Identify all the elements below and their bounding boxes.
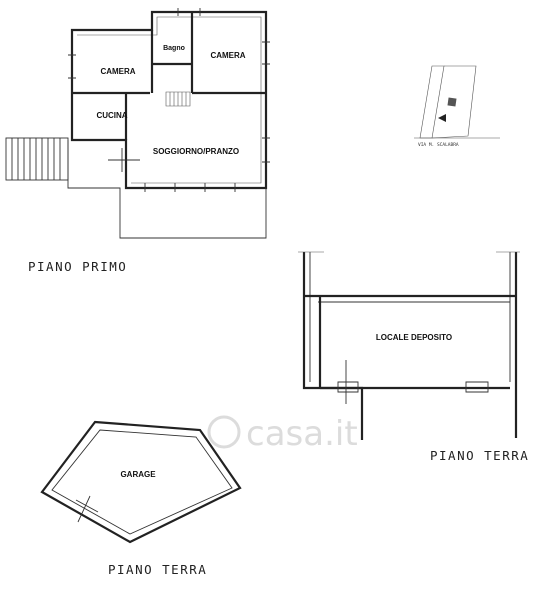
site-lot <box>431 65 477 139</box>
watermark-text: casa.it <box>246 414 358 454</box>
first-floor-inner-wall-line <box>77 16 262 184</box>
deposit-window-left <box>337 381 359 393</box>
deposit-inner-walls <box>309 252 511 382</box>
internal-stair <box>165 91 191 107</box>
garage-floor-plan: GARAGE <box>40 420 242 544</box>
room-label-camera-left: CAMERA <box>100 67 135 76</box>
room-label-bagno: Bagno <box>163 45 185 52</box>
site-building-block <box>447 97 457 107</box>
first-floor-windows <box>68 8 270 192</box>
site-street-label: VIA M. SCALABRA <box>418 142 459 148</box>
garage-inner-wall <box>51 429 233 535</box>
first-floor-title: PIANO PRIMO <box>28 259 127 274</box>
external-stair <box>5 137 69 181</box>
watermark-logo-icon <box>207 415 241 449</box>
site-plan-sketch: VIA M. SCALABRA <box>414 65 500 148</box>
deposit-floor-title: PIANO TERRA <box>430 448 529 463</box>
room-label-garage: GARAGE <box>120 470 156 479</box>
deposit-window-right <box>465 381 489 393</box>
deposit-left-wall <box>302 252 364 440</box>
room-label-soggiorno: SOGGIORNO/PRANZO <box>153 147 239 156</box>
room-label-locale-deposito: LOCALE DEPOSITO <box>376 333 452 342</box>
terrace-outline <box>67 140 267 239</box>
room-label-camera-right: CAMERA <box>210 51 245 60</box>
garage-outer-wall <box>40 420 242 544</box>
first-floor-outer-wall <box>70 10 268 190</box>
entrance-door-mark <box>108 148 140 172</box>
garage-door-mark <box>75 495 99 523</box>
first-floor-plan: CAMERA Bagno CAMERA CUCINA SOGGIORNO/PRA… <box>5 8 270 239</box>
garage-floor-title: PIANO TERRA <box>108 562 207 577</box>
room-label-cucina: CUCINA <box>96 111 127 120</box>
site-road-left <box>419 65 445 139</box>
casa-watermark: casa.it <box>207 414 358 454</box>
site-arrow-icon <box>438 114 446 122</box>
deposit-floor-plan: LOCALE DEPOSITO <box>298 251 520 440</box>
